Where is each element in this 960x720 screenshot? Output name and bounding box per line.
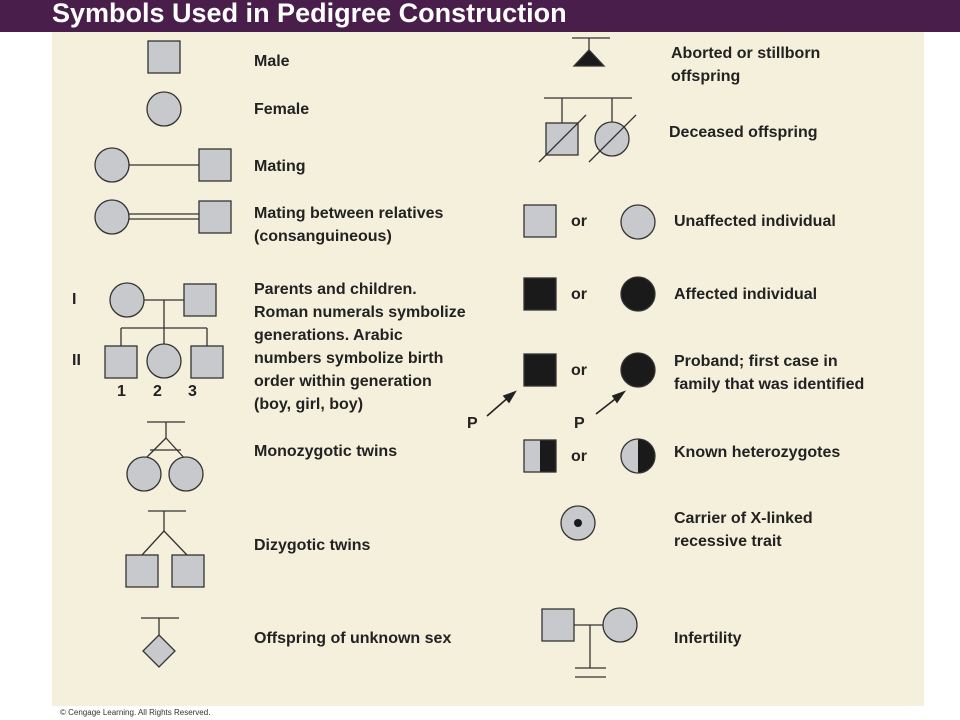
birth-order-1: 1 [117, 383, 126, 400]
dizygotic-twins-symbol [125, 510, 205, 588]
label-deceased: Deceased offspring [669, 124, 818, 141]
title-bar: Symbols Used in Pedigree Construction [0, 0, 960, 32]
proband-marker-male: P [467, 415, 478, 432]
male-symbol [147, 40, 181, 74]
affected-female-symbol [620, 276, 656, 312]
label-aborted: Aborted or stillborn offspring [671, 45, 821, 85]
heterozygote-male-symbol [523, 439, 557, 473]
birth-order-3: 3 [188, 383, 197, 400]
x-linked-carrier-symbol [560, 505, 596, 541]
monozygotic-twins-symbol [126, 421, 204, 492]
label-affected: Affected individual [674, 286, 818, 303]
label-parents-children: Parents and children. Roman numerals sym… [254, 281, 466, 413]
label-mating: Mating [254, 158, 306, 175]
generation-label-2: II [72, 352, 81, 369]
label-heterozygotes: Known heterozygotes [674, 444, 841, 461]
copyright-notice: © Cengage Learning. All Rights Reserved. [60, 708, 211, 717]
mating-symbol [94, 147, 232, 183]
label-unaffected: Unaffected individual [674, 213, 836, 230]
label-monozygotic: Monozygotic twins [254, 443, 398, 460]
heterozygote-female-symbol [620, 438, 656, 474]
proband-female-symbol [620, 352, 656, 388]
or-affected: or [571, 286, 587, 303]
proband-marker-female: P [574, 415, 585, 432]
proband-male-symbol [523, 353, 557, 387]
unknown-sex-symbol [141, 617, 179, 668]
label-dizygotic: Dizygotic twins [254, 537, 371, 554]
or-unaffected: or [571, 213, 587, 230]
or-proband: or [571, 362, 587, 379]
label-proband: Proband; first case in family that was i… [674, 353, 865, 393]
affected-male-symbol [523, 277, 557, 311]
deceased-symbol [538, 97, 637, 163]
proband-arrow [486, 390, 627, 417]
or-heterozygotes: or [571, 448, 587, 465]
label-unknown-sex: Offspring of unknown sex [254, 630, 452, 647]
unaffected-female-symbol [620, 204, 656, 240]
infertility-symbol [541, 607, 638, 678]
birth-order-2: 2 [153, 383, 162, 400]
symbol-panel: Male Female Mating Mating between relati… [52, 32, 924, 706]
aborted-symbol [572, 37, 610, 67]
label-male: Male [254, 53, 290, 70]
label-infertility: Infertility [674, 630, 742, 647]
female-symbol [146, 91, 182, 127]
consanguineous-mating-symbol [94, 199, 232, 235]
generation-label-1: I [72, 291, 77, 308]
pedigree-symbols-diagram [94, 37, 656, 678]
label-mating-relatives: Mating between relatives (consanguineous… [254, 205, 444, 245]
unaffected-male-symbol [523, 204, 557, 238]
parents-children-symbol [104, 282, 224, 379]
label-carrier: Carrier of X-linked recessive trait [674, 510, 813, 550]
page-title: Symbols Used in Pedigree Construction [52, 0, 567, 28]
label-female: Female [254, 101, 310, 118]
